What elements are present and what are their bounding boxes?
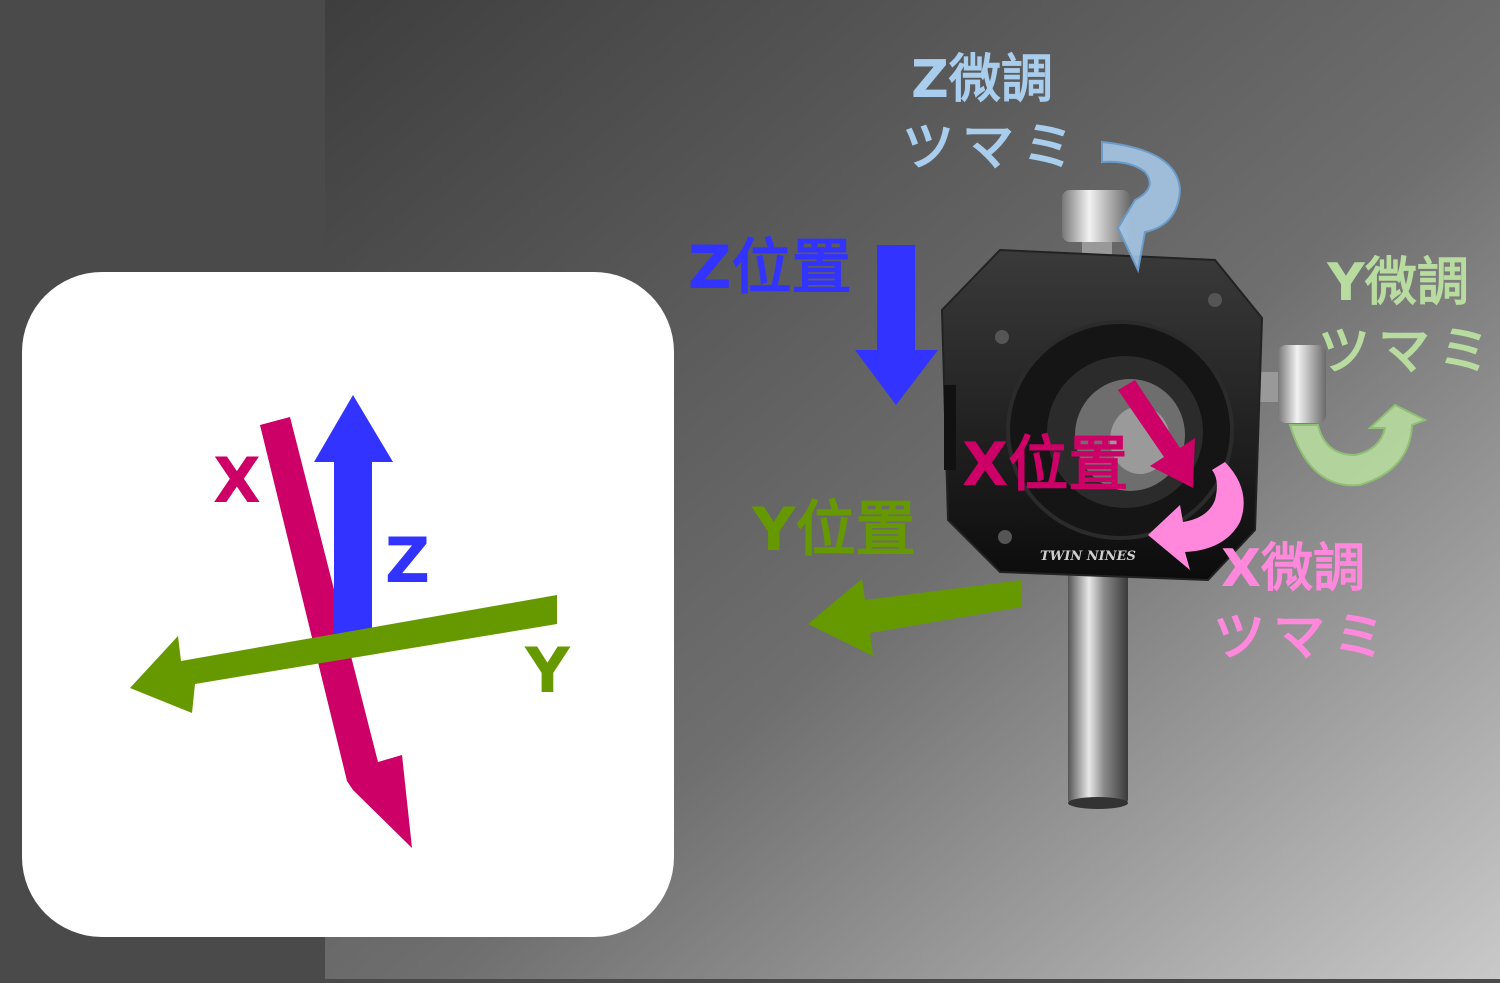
screw — [1208, 293, 1222, 307]
side-slot — [944, 385, 956, 470]
post-end — [1068, 797, 1128, 809]
y-axis-label: Y — [525, 634, 570, 707]
y-arrow-icon — [130, 595, 557, 713]
z-arrow-icon — [314, 395, 393, 645]
y-arrow-icon — [808, 579, 1022, 656]
y-knob — [1278, 345, 1326, 423]
y-position-label: Y位置 — [752, 495, 916, 565]
x-arrow-icon — [1118, 380, 1195, 488]
rotate-arrow-icon — [1288, 403, 1428, 487]
z-knob-label-line2: ツマミ — [902, 118, 1083, 178]
rotate-arrow-icon — [1101, 140, 1182, 274]
y-knob-label-line1: Y微調 — [1327, 253, 1469, 313]
brand-text: TWIN NINES — [1040, 549, 1136, 564]
rotate-arrow-icon — [1148, 462, 1244, 570]
z-arrow-icon — [855, 245, 938, 405]
x-position-label: X位置 — [962, 430, 1129, 500]
z-axis-label: Z — [385, 524, 430, 597]
z-knob — [1062, 190, 1130, 242]
mount-post — [1068, 560, 1128, 805]
z-knob-label-line1: Z微調 — [911, 50, 1053, 110]
y-knob-label-line2: ツマミ — [1318, 322, 1499, 382]
x-knob-label-line1: X微調 — [1220, 539, 1366, 599]
x-knob-label-line2: ツマミ — [1213, 608, 1394, 668]
x-axis-label: X — [213, 444, 261, 517]
screw — [998, 530, 1012, 544]
z-position-label: Z位置 — [688, 233, 852, 303]
screw — [995, 330, 1009, 344]
